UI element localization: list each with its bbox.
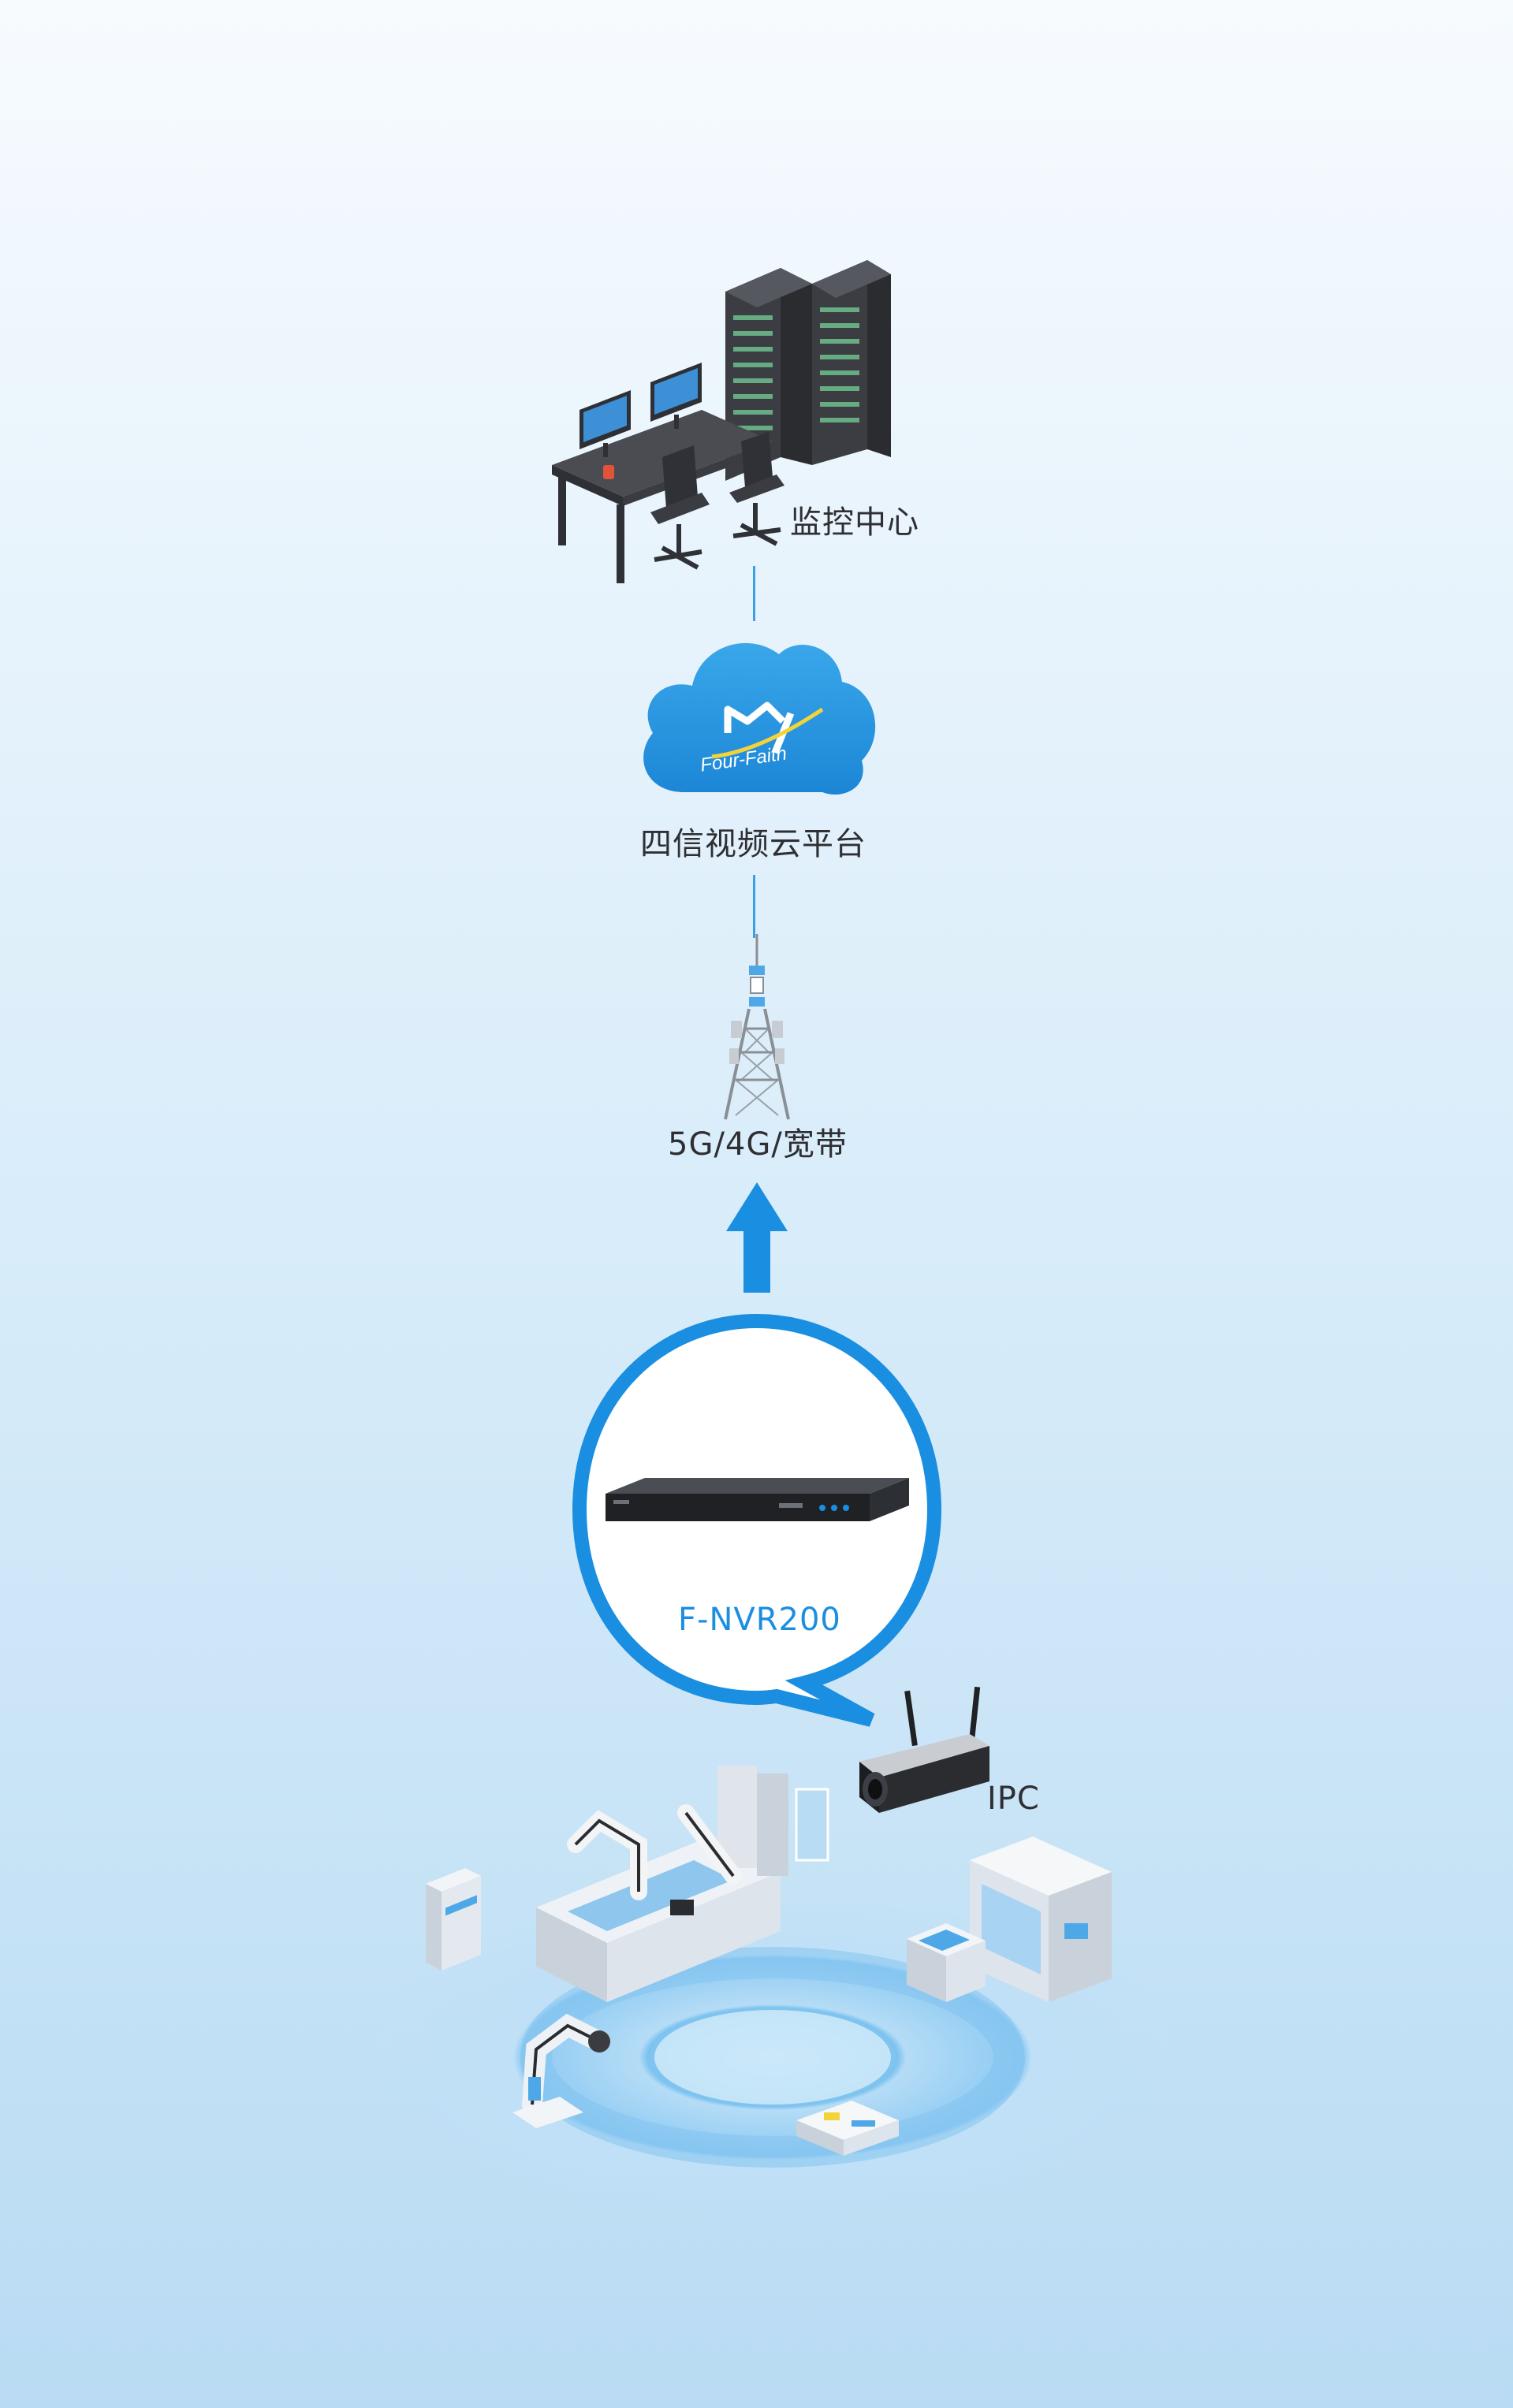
connector-line [753, 566, 755, 621]
up-arrow-icon [726, 1182, 788, 1293]
ipc-label: IPC [987, 1781, 1040, 1817]
signal-tower-icon [724, 934, 790, 1120]
nvr-label: F-NVR200 [678, 1602, 841, 1638]
cloud-platform-label: 四信视频云平台 [640, 826, 866, 862]
monitor-center-label: 监控中心 [790, 504, 919, 541]
connector-line [753, 875, 755, 938]
network-label: 5G/4G/宽带 [668, 1126, 848, 1163]
monitoring-room-icon [552, 260, 891, 583]
smart-factory-icon [355, 1766, 1191, 2223]
cloud-logo-icon [643, 642, 876, 795]
nvr-device-icon [606, 1478, 909, 1521]
ip-camera-icon [859, 1687, 989, 1813]
